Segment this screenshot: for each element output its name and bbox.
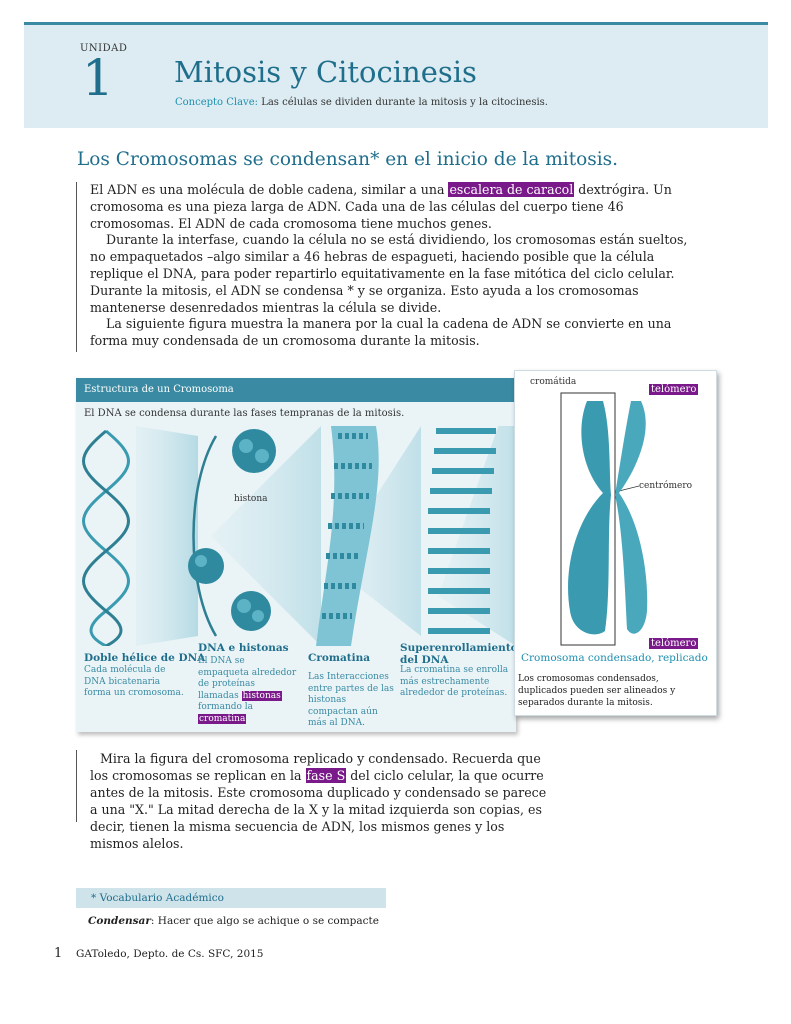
chromosome-inset: cromátida telómero centrómero telómero C… xyxy=(514,370,717,716)
highlight-fase-s: fase S xyxy=(305,768,347,783)
p4-text-b: del ciclo celular, la que ocurre antes d… xyxy=(90,768,547,851)
highlight-cromatina: cromatina xyxy=(198,713,247,724)
caption-title-histones: DNA e histonas xyxy=(198,642,289,654)
paragraph-2: Durante la interfase, cuando la célula n… xyxy=(90,232,688,315)
section-title: Los Cromosomas se condensan* en el inici… xyxy=(77,149,619,170)
dna-condensation-illustration: histona xyxy=(82,426,516,646)
vocab-term: Condensar xyxy=(88,915,151,927)
page-number: 1 xyxy=(54,946,63,961)
histones-desc-a: El DNA se empaqueta alrededor de proteín… xyxy=(198,656,297,701)
telomero-top-label: telómero xyxy=(649,384,699,395)
chromosome-structure-figure: Estructura de un Cromosoma El DNA se con… xyxy=(76,378,518,732)
chromosome-title: Cromosoma condensado, replicado xyxy=(521,652,708,664)
caption-desc-helix: Cada molécula de DNA bicatenaria forma u… xyxy=(84,665,184,698)
highlight-escalera: escalera de caracol xyxy=(448,182,575,197)
supercoil-icon xyxy=(428,428,496,634)
top-rule xyxy=(24,22,768,25)
caption-desc-chromatin: Las Interacciones entre partes de las hi… xyxy=(308,672,394,728)
highlight-histonas: histonas xyxy=(241,690,282,701)
concept-key-label: Concepto Clave: xyxy=(175,97,258,108)
footer-credit: GAToledo, Depto. de Cs. SFC, 2015 xyxy=(76,948,264,960)
cromatida-label: cromátida xyxy=(530,377,577,387)
double-helix-icon xyxy=(82,429,130,646)
chromosome-icon xyxy=(560,392,648,646)
vocab-definition: Condensar: Hacer que algo se achique o s… xyxy=(88,915,379,927)
telomero-bottom-label: telómero xyxy=(649,638,699,649)
paragraph-3: La siguiente figura muestra la manera po… xyxy=(90,316,672,349)
histona-label: histona xyxy=(234,494,268,504)
unit-header: UNIDAD 1 Mitosis y Citocinesis Concepto … xyxy=(24,25,768,128)
concept-key-text: Las células se dividen durante la mitosi… xyxy=(261,97,548,108)
paragraph-1: El ADN es una molécula de doble cadena, … xyxy=(90,182,690,232)
figure-header: Estructura de un Cromosoma xyxy=(76,378,516,402)
vocab-title: * Vocabulario Académico xyxy=(91,892,224,904)
figure-header-text: Estructura de un Cromosoma xyxy=(84,384,234,395)
p1-text-a: El ADN es una molécula de doble cadena, … xyxy=(90,182,449,197)
caption-title-helix: Doble hélice de DNA xyxy=(84,652,206,664)
paragraph-4: Mira la figura del cromosoma replicado y… xyxy=(90,750,550,852)
unit-label: UNIDAD xyxy=(80,43,128,54)
caption-title-chromatin: Cromatina xyxy=(308,652,371,664)
page-title: Mitosis y Citocinesis xyxy=(174,55,477,89)
replicated-chromosome-text: Mira la figura del cromosoma replicado y… xyxy=(76,750,550,851)
concept-key: Concepto Clave: Las células se dividen d… xyxy=(175,97,548,108)
p1-text-b: dextrógira. Un cromosoma es una pieza la… xyxy=(90,182,672,231)
chromatin-icon xyxy=(316,426,379,646)
histone-icon xyxy=(188,429,276,637)
vocab-def-text: : Hacer que algo se achique o se compact… xyxy=(150,915,379,927)
figure-subtitle: El DNA se condensa durante las fases tem… xyxy=(84,408,405,419)
caption-desc-histones: El DNA se empaqueta alrededor de proteín… xyxy=(198,656,298,725)
caption-desc-supercoil: La cromatina se enrolla más estrechament… xyxy=(400,665,509,698)
unit-number: 1 xyxy=(82,49,114,107)
histones-desc-b: formando la xyxy=(198,702,254,712)
intro-text: El ADN es una molécula de doble cadena, … xyxy=(76,182,690,352)
caption-title-supercoil: Superenrollamiento del DNA xyxy=(400,642,518,666)
vocab-header: * Vocabulario Académico xyxy=(76,888,386,908)
centromero-label: centrómero xyxy=(639,481,693,491)
p4-text-a: Mira la figura del cromosoma replicado y… xyxy=(90,751,541,783)
chromosome-desc: Los cromosomas condensados, duplicados p… xyxy=(518,674,676,708)
